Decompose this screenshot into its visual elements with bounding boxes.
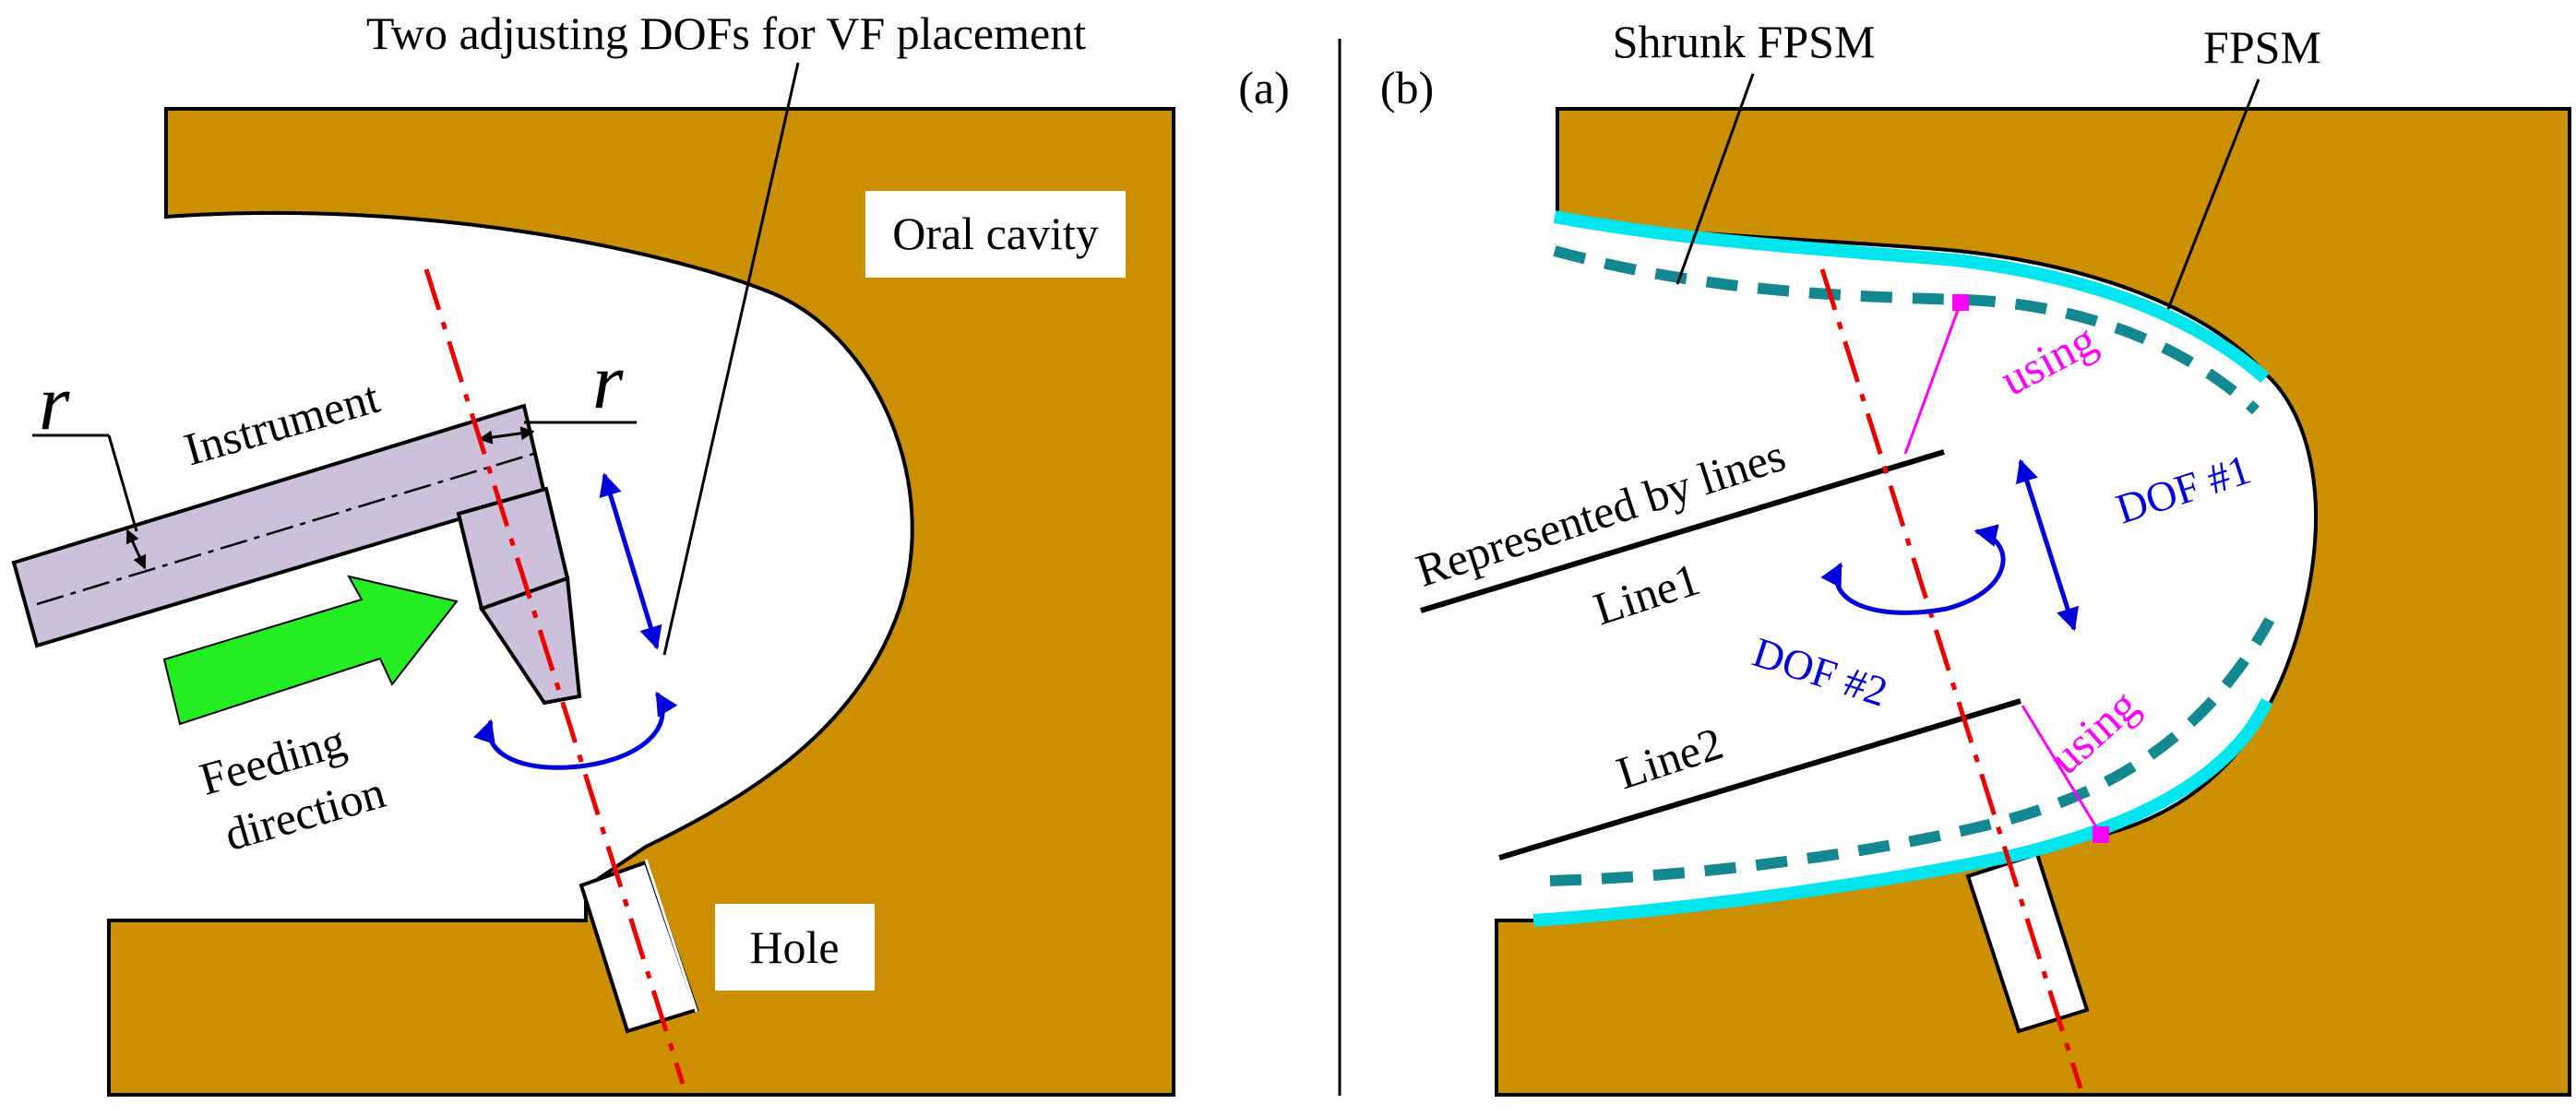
r-right-dim-arrow (478, 426, 535, 445)
using-point-bottom (2093, 826, 2109, 843)
panel-b-label: (b) (1380, 62, 1434, 113)
shrunk-fpsm-label: Shrunk FPSM (1613, 16, 1876, 67)
axis-line-b (1819, 268, 2083, 1089)
panel-b: (b) using using DOF #1 DOF #2 Represente… (1380, 16, 2571, 1097)
line2-segment (1498, 698, 2021, 861)
dof2-label: DOF #2 (1747, 628, 1893, 716)
feeding-direction-arrow (162, 575, 459, 726)
using-leader-bottom (2021, 705, 2103, 836)
represented-by-lines-label: Represented by lines (1410, 429, 1791, 597)
title-leader-line (662, 62, 800, 656)
r-left-dim-arrow (125, 528, 147, 570)
shrunk-fpsm-leader (1676, 73, 1755, 285)
oral-cavity-label: Oral cavity (892, 208, 1099, 259)
dof2-rotation-arrow (1820, 524, 2006, 615)
shrunk-fpsm-curve-top (1553, 245, 2260, 415)
r-left-label: r (39, 358, 70, 446)
hole-label-box (715, 904, 875, 991)
panel-a-title: Two adjusting DOFs for VF placement (366, 7, 1086, 59)
fpsm-curve-top (1553, 210, 2270, 384)
r-right-label: r (592, 337, 624, 425)
panel-a-label: (a) (1238, 62, 1290, 113)
shrunk-fpsm-curve-bottom (1549, 617, 2275, 886)
line2-label: Line2 (1611, 717, 1729, 799)
dof1-label: DOF #1 (2110, 445, 2256, 533)
dof1-arrow (2015, 458, 2080, 632)
r-left-leader (107, 434, 138, 532)
fpsm-curve-bottom (1532, 698, 2273, 927)
fpsm-leader (2166, 78, 2260, 310)
panel-a: Oral cavity Hole r r Instrument Feeding … (11, 7, 1290, 1097)
dof-translation-arrow-a (599, 472, 662, 650)
using-label-top: using (1992, 313, 2105, 405)
line1-label: Line1 (1588, 552, 1706, 635)
line1-segment (1420, 449, 1945, 613)
axis-line-a (423, 268, 686, 1085)
dof-rotation-arrow-a (473, 691, 678, 770)
using-leader-top (1903, 302, 1962, 455)
instrument-centerline (36, 450, 541, 606)
using-point-top (1952, 294, 1969, 311)
hole-label: Hole (749, 921, 839, 973)
fpsm-label: FPSM (2203, 21, 2321, 73)
oral-cavity-label-box (865, 191, 1126, 278)
oral-cavity-tissue (107, 107, 1175, 1097)
